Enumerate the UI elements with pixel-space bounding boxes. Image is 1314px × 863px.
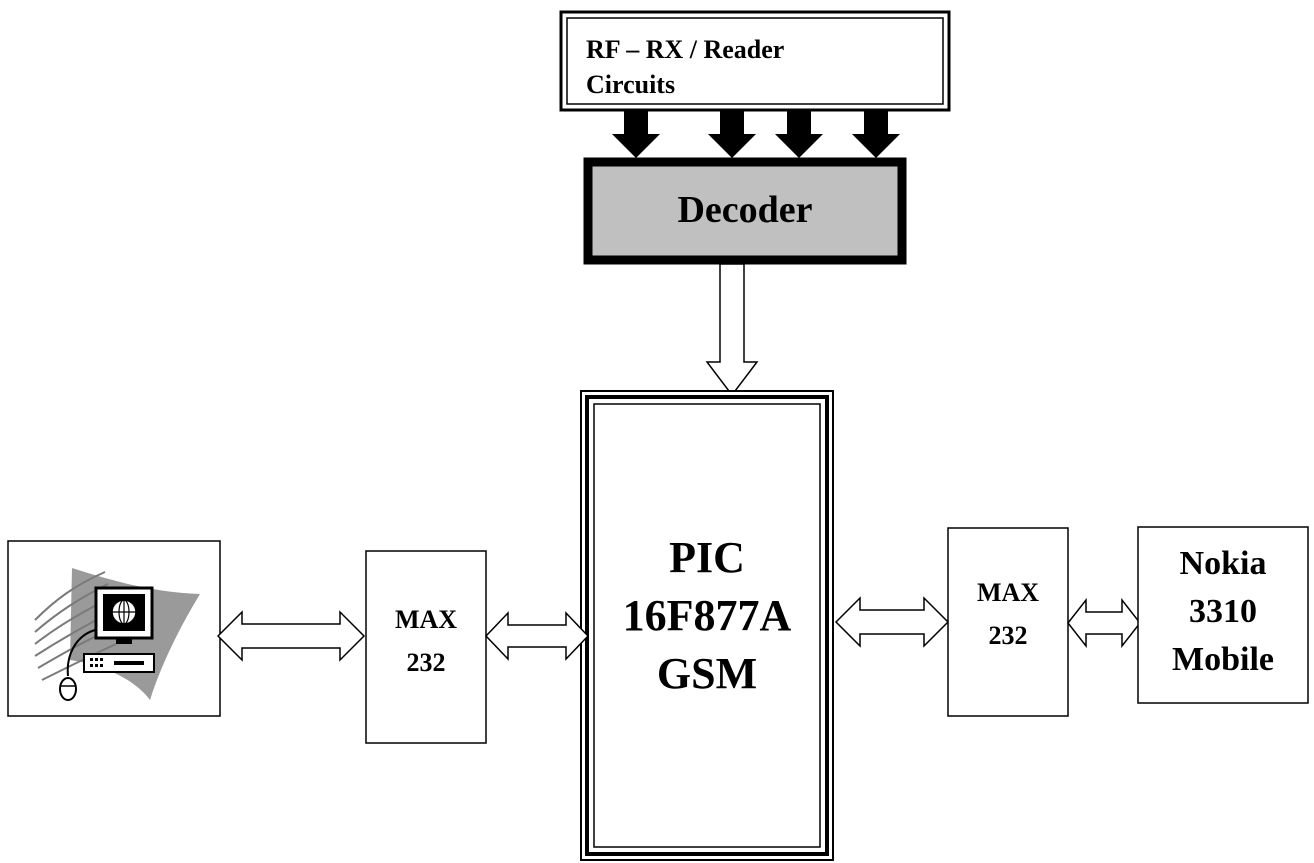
rf-block-label-line2: Circuits bbox=[586, 70, 675, 99]
rf-block-label-line1: RF – RX / Reader bbox=[586, 35, 784, 64]
nokia-mobile-block: Nokia 3310 Mobile bbox=[1137, 526, 1309, 704]
pic-max-right-arrow bbox=[834, 596, 950, 648]
pic-label-line1: PIC bbox=[669, 533, 745, 582]
computer-icon bbox=[34, 568, 200, 701]
data-arrow-1 bbox=[612, 110, 660, 158]
nokia-label-line2: 3310 bbox=[1189, 593, 1257, 630]
data-arrow-2 bbox=[708, 110, 756, 158]
pic-label-line3: GSM bbox=[657, 649, 757, 698]
decoder-block: Decoder bbox=[583, 157, 907, 265]
computer-max-left-arrow bbox=[216, 610, 366, 662]
nokia-label-line3: Mobile bbox=[1172, 641, 1274, 678]
max232-right-block: MAX 232 bbox=[947, 527, 1069, 717]
rf-to-decoder-arrows bbox=[612, 110, 900, 158]
decoder-to-pic-arrow bbox=[705, 263, 759, 397]
max-left-pic-arrow bbox=[484, 611, 590, 661]
max232-left-block: MAX 232 bbox=[365, 550, 487, 744]
data-arrow-4 bbox=[852, 110, 900, 158]
max232-right-label-line1: MAX bbox=[977, 578, 1039, 607]
decoder-label: Decoder bbox=[677, 189, 812, 231]
max232-left-label-line1: MAX bbox=[395, 605, 457, 634]
data-arrow-3 bbox=[775, 110, 823, 158]
pic-label-line2: 16F877A bbox=[623, 591, 792, 640]
computer-block bbox=[7, 540, 221, 717]
max232-right-label-line2: 232 bbox=[989, 621, 1028, 650]
nokia-label-line1: Nokia bbox=[1180, 545, 1267, 582]
max232-left-label-line2: 232 bbox=[407, 648, 446, 677]
rf-reader-block: RF – RX / Reader Circuits bbox=[559, 10, 951, 112]
pic-microcontroller-block: PIC 16F877A GSM bbox=[580, 390, 834, 861]
max-right-nokia-arrow bbox=[1067, 597, 1141, 649]
